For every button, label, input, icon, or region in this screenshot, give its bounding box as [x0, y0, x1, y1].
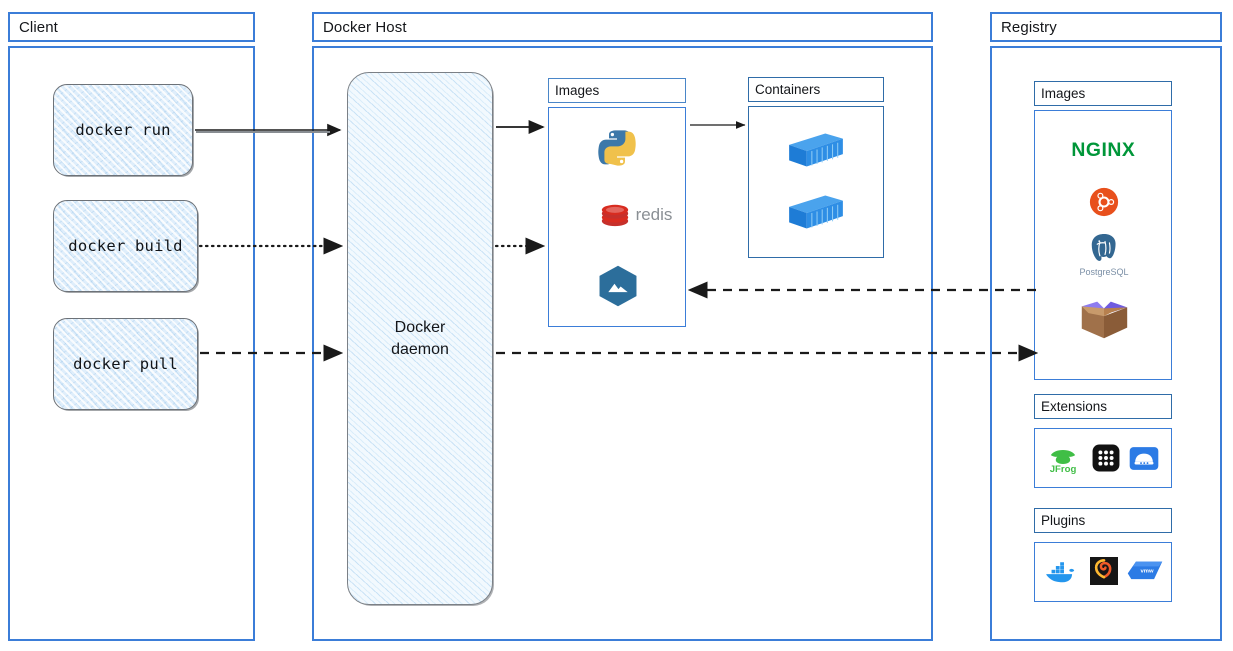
- package-box-icon: [1081, 301, 1128, 339]
- python-logo-slot[interactable]: [595, 125, 639, 171]
- registry-title-label: Registry: [1001, 18, 1057, 36]
- python-logo: [598, 130, 636, 166]
- grafana-logo: [1090, 557, 1118, 585]
- docker-pull-label: docker pull: [73, 355, 178, 373]
- daemon-line-1: Docker: [394, 318, 446, 336]
- svg-text:JFrog: JFrog: [1050, 464, 1077, 475]
- host-title-label: Docker Host: [323, 18, 407, 36]
- registry-images-title-label: Images: [1041, 86, 1086, 101]
- nginx-logo: NGINX: [1071, 140, 1135, 161]
- docker-build-box[interactable]: docker build: [53, 200, 198, 292]
- registry-plugins-title-label: Plugins: [1041, 513, 1086, 528]
- host-containers-title: Containers: [748, 77, 884, 102]
- alpine-logo-slot[interactable]: [596, 263, 640, 309]
- app-grid-icon-slot[interactable]: [1091, 443, 1121, 473]
- jfrog-logo-slot[interactable]: JFrog: [1046, 442, 1080, 476]
- blue-disk-icon-slot[interactable]: [1129, 444, 1159, 472]
- client-title-label: Client: [19, 18, 58, 36]
- package-box-icon-slot[interactable]: [1074, 292, 1134, 344]
- postgresql-wordmark: PostgreSQL: [1079, 266, 1129, 277]
- app-grid-icon: [1092, 444, 1120, 472]
- docker-whale-logo-slot[interactable]: [1043, 558, 1079, 586]
- jfrog-logo: JFrog: [1050, 450, 1077, 475]
- host-containers-title-label: Containers: [755, 82, 821, 97]
- docker-pull-box[interactable]: docker pull: [53, 318, 198, 410]
- container-icon-slot-2[interactable]: [785, 190, 847, 234]
- registry-extensions-title-label: Extensions: [1041, 399, 1108, 414]
- ubuntu-logo: [1089, 187, 1119, 217]
- ubuntu-logo-slot[interactable]: [1088, 186, 1120, 218]
- redis-wordmark: redis: [635, 205, 673, 224]
- host-images-title-label: Images: [555, 83, 600, 98]
- host-containers-body: [748, 106, 884, 258]
- blue-disk-icon: [1129, 446, 1159, 470]
- vmware-logo: vmw: [1127, 561, 1163, 580]
- docker-daemon-label: Docker daemon: [391, 317, 449, 360]
- docker-daemon-box[interactable]: Docker daemon: [347, 72, 493, 605]
- docker-build-label: docker build: [68, 237, 183, 255]
- container-icon: [789, 133, 843, 167]
- postgresql-logo-slot[interactable]: PostgreSQL: [1072, 230, 1136, 278]
- host-images-title: Images: [548, 78, 686, 103]
- postgresql-logo: [1091, 233, 1116, 261]
- registry-plugins-title: Plugins: [1034, 508, 1172, 533]
- docker-run-label: docker run: [75, 121, 171, 139]
- nginx-logo-slot[interactable]: NGINX: [1052, 136, 1154, 166]
- container-icon: [789, 195, 843, 229]
- docker-run-box[interactable]: docker run: [53, 84, 193, 176]
- redis-logo: [601, 204, 628, 227]
- grafana-logo-slot[interactable]: [1089, 556, 1119, 586]
- vmware-logo-slot[interactable]: vmw: [1126, 556, 1164, 586]
- daemon-line-2: daemon: [391, 340, 449, 358]
- client-panel-title: Client: [8, 12, 255, 42]
- alpine-logo: [599, 265, 637, 307]
- svg-text:vmw: vmw: [1141, 569, 1154, 575]
- host-panel-title: Docker Host: [312, 12, 933, 42]
- docker-whale-logo: [1046, 561, 1075, 582]
- registry-extensions-title: Extensions: [1034, 394, 1172, 419]
- registry-panel-title: Registry: [990, 12, 1222, 42]
- registry-images-title: Images: [1034, 81, 1172, 106]
- redis-logo-slot[interactable]: redis: [588, 198, 684, 232]
- container-icon-slot-1[interactable]: [785, 128, 847, 172]
